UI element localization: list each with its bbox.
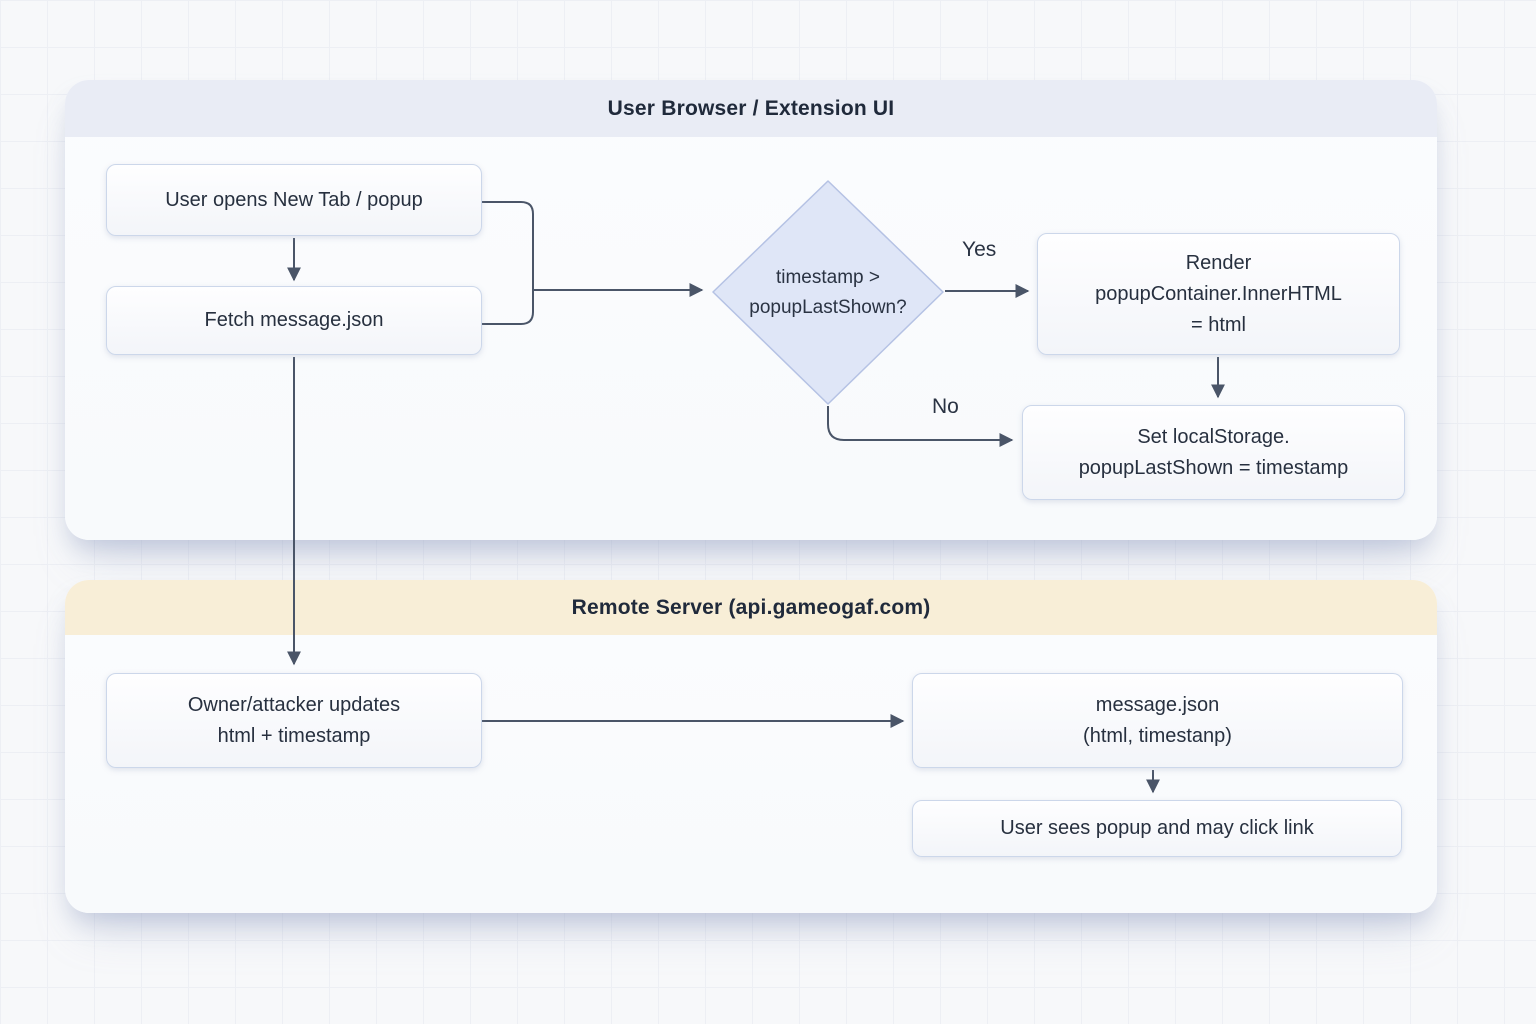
- decision-diamond-label: timestamp > popupLastShown?: [713, 181, 943, 404]
- node-set-local-storage: Set localStorage. popupLastShown = times…: [1022, 405, 1405, 500]
- render-line-2: popupContainer.InnerHTML: [1095, 282, 1342, 305]
- render-line-3: = html: [1190, 313, 1247, 336]
- browser-lane-header: User Browser / Extension UI: [65, 80, 1437, 137]
- browser-lane-title: User Browser / Extension UI: [607, 96, 895, 120]
- server-lane-title: Remote Server (api.gameogaf.com): [571, 595, 931, 619]
- node-user-opens-tab: User opens New Tab / popup: [106, 164, 482, 236]
- node-user-sees-popup: User sees popup and may click link: [912, 800, 1402, 857]
- node-message-json-file: message.json (html, timestanp): [912, 673, 1403, 768]
- message-json-line-2: (html, timestanp): [1083, 724, 1232, 747]
- edge-label-yes: Yes: [962, 238, 997, 261]
- render-line-1: Render: [1185, 251, 1252, 274]
- node-owner-attacker-updates: Owner/attacker updates html + timestamp: [106, 673, 482, 768]
- node-fetch-message-json-label: Fetch message.json: [204, 309, 384, 331]
- edge-label-no: No: [932, 395, 959, 418]
- node-fetch-message-json: Fetch message.json: [106, 286, 482, 355]
- set-storage-line-2: popupLastShown = timestamp: [1078, 456, 1349, 479]
- server-lane-header: Remote Server (api.gameogaf.com): [65, 580, 1437, 635]
- node-render-popup-html: Render popupContainer.InnerHTML = html: [1037, 233, 1400, 355]
- decision-line-2: popupLastShown?: [749, 296, 907, 318]
- decision-line-1: timestamp >: [775, 266, 880, 288]
- set-storage-line-1: Set localStorage.: [1137, 425, 1290, 448]
- user-sees-popup-label: User sees popup and may click link: [1000, 817, 1314, 839]
- owner-update-line-2: html + timestamp: [217, 724, 371, 747]
- node-user-opens-tab-label: User opens New Tab / popup: [165, 188, 423, 211]
- owner-update-line-1: Owner/attacker updates: [187, 693, 401, 716]
- message-json-line-1: message.json: [1095, 693, 1220, 716]
